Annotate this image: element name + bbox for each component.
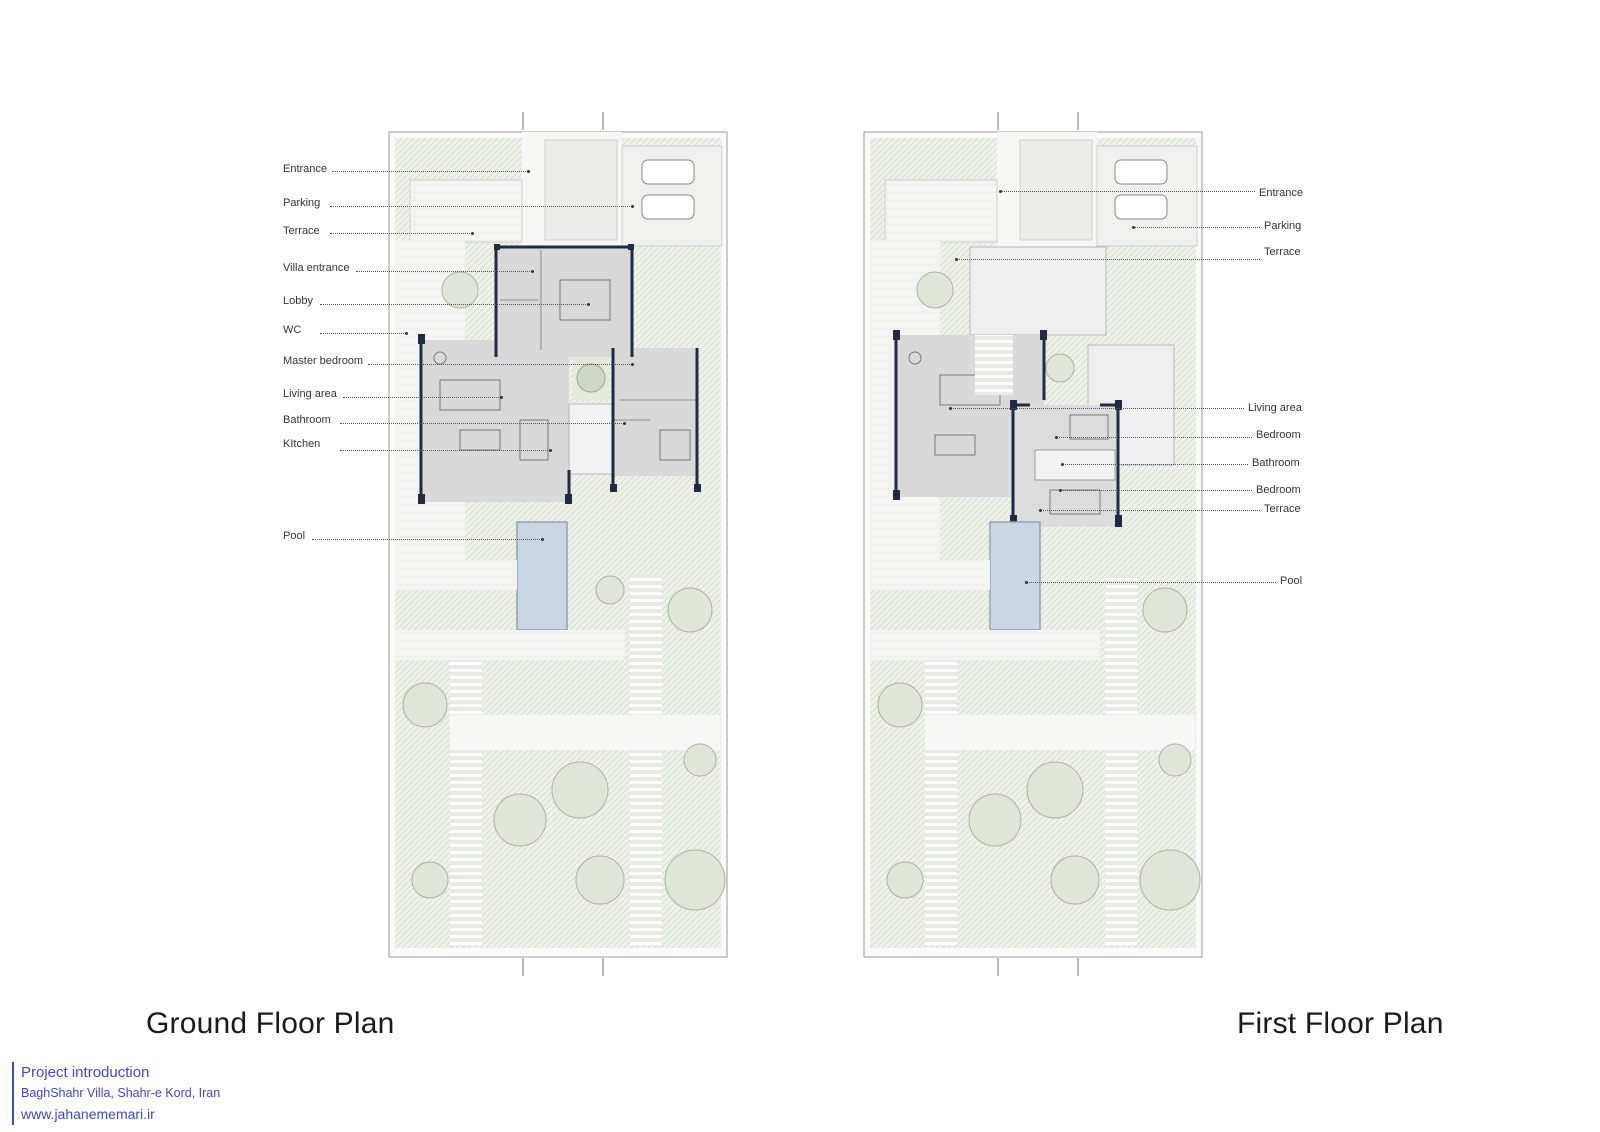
ground-pointer-bathroom bbox=[623, 422, 626, 425]
ground-floor-plan-title: Ground Floor Plan bbox=[146, 1007, 395, 1040]
first-leader-living-area bbox=[950, 408, 1244, 409]
ground-label-terrace: Terrace bbox=[283, 225, 320, 237]
ground-leader-parking bbox=[330, 206, 632, 207]
first-floor-plan-title: First Floor Plan bbox=[1237, 1007, 1444, 1040]
ground-label-kitchen: KItchen bbox=[283, 438, 321, 450]
ground-label-wc: WC bbox=[283, 324, 302, 336]
first-pointer-pool bbox=[1025, 581, 1028, 584]
first-pointer-bedroom-1 bbox=[1055, 436, 1058, 439]
ground-leader-terrace bbox=[330, 233, 472, 234]
ground-label-entrance: Entrance bbox=[283, 163, 328, 175]
credits-website-link[interactable]: www.jahanememari.ir bbox=[21, 1106, 155, 1122]
ground-leader-master-bedroom bbox=[368, 364, 632, 365]
first-leader-bedroom-1 bbox=[1056, 437, 1252, 438]
ground-pointer-wc bbox=[405, 332, 408, 335]
project-credits: Project introduction BaghShahr Villa, Sh… bbox=[12, 1062, 220, 1125]
ground-pointer-entrance bbox=[527, 170, 530, 173]
ground-leader-kitchen bbox=[340, 450, 550, 451]
ground-leader-lobby bbox=[320, 304, 588, 305]
first-pointer-bathroom bbox=[1061, 463, 1064, 466]
ground-pointer-master-bedroom bbox=[631, 363, 634, 366]
first-label-entrance: Entrance bbox=[1259, 187, 1304, 199]
first-label-pool: Pool bbox=[1280, 575, 1303, 587]
ground-leader-living-area bbox=[343, 397, 501, 398]
first-pointer-parking bbox=[1132, 226, 1135, 229]
ground-label-living-area: Living area bbox=[283, 388, 337, 400]
first-leader-entrance bbox=[1000, 191, 1255, 192]
first-label-living-area: Living area bbox=[1248, 402, 1302, 414]
ground-label-master-bedroom: Master bedroom bbox=[283, 355, 364, 367]
first-leader-terrace bbox=[956, 259, 1260, 260]
credits-project-name: BaghShahr Villa, Shahr-e Kord, Iran bbox=[21, 1086, 221, 1100]
ground-floor-plan bbox=[388, 112, 728, 976]
ground-pointer-parking bbox=[631, 205, 634, 208]
first-pointer-living-area bbox=[949, 407, 952, 410]
ground-pointer-villa-entrance bbox=[531, 270, 534, 273]
ground-leader-pool bbox=[312, 539, 542, 540]
first-label-bedroom-2: Bedroom bbox=[1256, 484, 1301, 496]
ground-label-pool: Pool bbox=[283, 530, 306, 542]
ground-label-villa-entrance: Villa entrance bbox=[283, 262, 350, 274]
ground-pointer-lobby bbox=[587, 303, 590, 306]
ground-label-bathroom: Bathroom bbox=[283, 414, 331, 426]
ground-pointer-living-area bbox=[500, 396, 503, 399]
ground-pointer-kitchen bbox=[549, 449, 552, 452]
first-floor-plan bbox=[863, 112, 1203, 976]
ground-label-parking: Parking bbox=[283, 197, 321, 209]
first-label-parking: Parking bbox=[1264, 220, 1302, 232]
ground-pointer-terrace bbox=[471, 232, 474, 235]
first-leader-pool bbox=[1026, 582, 1276, 583]
first-leader-parking bbox=[1133, 227, 1260, 228]
ground-leader-villa-entrance bbox=[356, 271, 532, 272]
first-label-bathroom: Bathroom bbox=[1252, 457, 1300, 469]
first-pointer-entrance bbox=[999, 190, 1002, 193]
first-leader-bedroom-2 bbox=[1060, 490, 1252, 491]
ground-leader-entrance bbox=[332, 171, 528, 172]
ground-leader-bathroom bbox=[340, 423, 624, 424]
first-label-bedroom-1: Bedroom bbox=[1256, 429, 1301, 441]
ground-pointer-pool bbox=[541, 538, 544, 541]
first-pointer-terrace-2 bbox=[1039, 509, 1042, 512]
first-pointer-bedroom-2 bbox=[1059, 489, 1062, 492]
ground-label-lobby: Lobby bbox=[283, 295, 313, 307]
first-pointer-terrace bbox=[955, 258, 958, 261]
first-label-terrace-2: Terrace bbox=[1264, 503, 1301, 515]
first-label-terrace: Terrace bbox=[1264, 246, 1301, 258]
credits-intro: Project introduction bbox=[21, 1064, 150, 1081]
first-leader-terrace-2 bbox=[1040, 510, 1260, 511]
first-leader-bathroom bbox=[1062, 464, 1248, 465]
ground-leader-wc bbox=[320, 333, 406, 334]
